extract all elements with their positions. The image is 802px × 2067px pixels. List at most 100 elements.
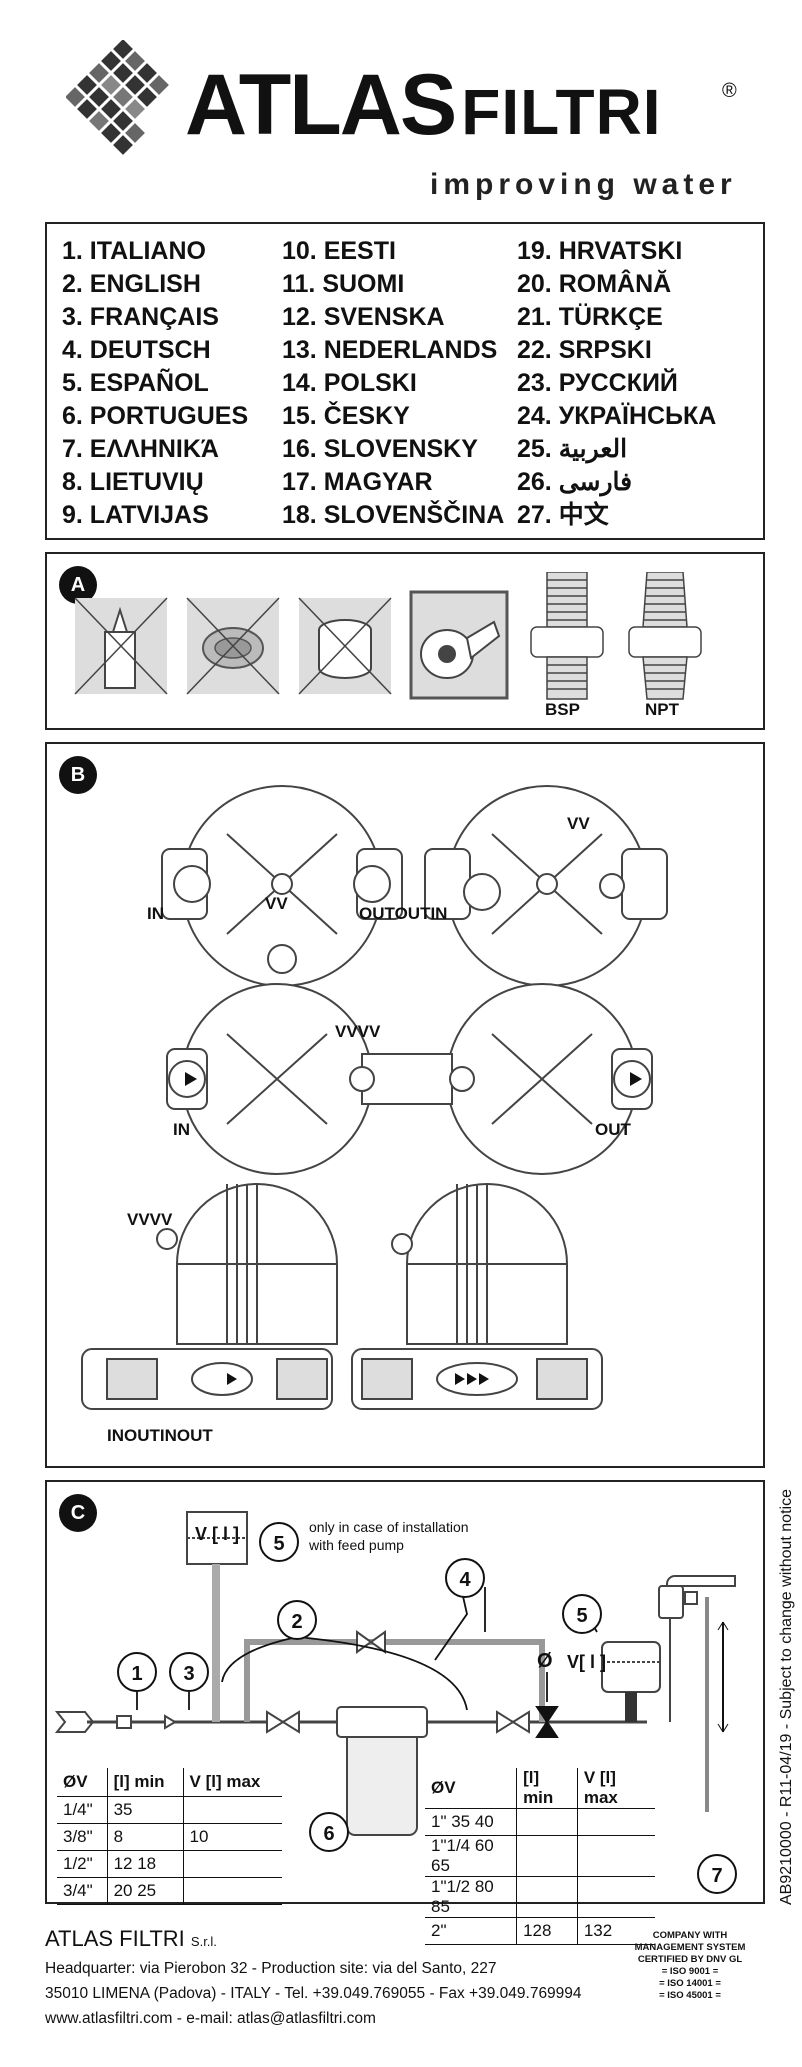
sealant-options-figure <box>74 572 702 700</box>
atlas-logo-icon <box>66 40 169 155</box>
table-cell: 2" <box>425 1917 518 1945</box>
callout-3: 3 <box>169 1652 209 1692</box>
table-cell <box>577 1808 655 1836</box>
language-item[interactable]: 24. УКРАЇНСЬКА <box>517 402 717 430</box>
table-row: 3/8" 8 10 <box>57 1823 282 1851</box>
table-header: [l] min <box>516 1768 578 1809</box>
language-item[interactable]: 2. ENGLISH <box>62 270 201 298</box>
language-item[interactable]: 17. MAGYAR <box>282 468 433 496</box>
language-item[interactable]: 26. فارسی <box>517 468 633 496</box>
label-vv-right: VV <box>567 814 590 833</box>
callout-7: 7 <box>697 1854 737 1894</box>
language-item[interactable]: 12. SVENSKA <box>282 303 445 331</box>
label-vvvv: VVVV <box>335 1022 381 1041</box>
table-cell: 3/4" <box>57 1877 108 1905</box>
out-arrow-icon <box>353 865 391 903</box>
section-a: A <box>45 552 765 730</box>
language-item[interactable]: 5. ESPAÑOL <box>62 369 209 397</box>
language-item[interactable]: 4. DEUTSCH <box>62 336 211 364</box>
language-item[interactable]: 15. ČESKY <box>282 402 410 430</box>
table-cell <box>516 1835 578 1877</box>
contact-line[interactable]: www.atlasfiltri.com - e-mail: atlas@atla… <box>45 2010 376 2027</box>
language-item[interactable]: 14. POLSKI <box>282 369 417 397</box>
table-cell: 3/8" <box>57 1823 108 1851</box>
language-list: 1. ITALIANO 2. ENGLISH 3. FRANÇAIS 4. DE… <box>45 222 765 540</box>
language-item[interactable]: 13. NEDERLANDS <box>282 336 498 364</box>
cert-line: = ISO 9001 = <box>661 1966 719 1977</box>
section-a-badge: A <box>59 566 97 604</box>
in-arrow-icon <box>173 865 211 903</box>
language-item[interactable]: 23. РУССКИЙ <box>517 369 678 397</box>
language-item[interactable]: 16. SLOVENSKY <box>282 435 478 463</box>
feed-pump-note: only in case of installation with feed p… <box>309 1518 469 1554</box>
language-item[interactable]: 11. SUOMI <box>282 270 405 298</box>
registered-mark: ® <box>722 80 737 102</box>
callout-5-top: 5 <box>259 1522 299 1562</box>
table-header: ØV <box>425 1768 518 1809</box>
table-row: 1/4" 35 <box>57 1796 282 1824</box>
table-header: [l] min <box>107 1768 184 1797</box>
installation-diagram <box>54 1511 736 1836</box>
cert-line: CERTIFIED BY DNV GL <box>637 1954 743 1965</box>
table-row: 3/4" 20 25 <box>57 1877 282 1905</box>
language-item[interactable]: 3. FRANÇAIS <box>62 303 219 331</box>
cert-line: COMPANY WITH <box>652 1930 728 1941</box>
table-row: 1"1/2 80 85 <box>425 1876 655 1918</box>
language-item[interactable]: 9. LATVIJAS <box>62 501 209 529</box>
cert-line: MANAGEMENT SYSTEM <box>634 1942 746 1953</box>
certification-block: COMPANY WITH MANAGEMENT SYSTEM CERTIFIED… <box>620 1930 760 2002</box>
tape-crossed-icon <box>298 597 392 695</box>
table-cell: 1"1/2 80 85 <box>425 1876 518 1918</box>
table-cell <box>516 1808 578 1836</box>
table-cell: 20 25 <box>107 1877 184 1905</box>
address-line-2: 35010 LIMENA (Padova) - ITALY - Tel. +39… <box>45 1985 582 2002</box>
language-item[interactable]: 18. SLOVENŠČINA <box>282 501 505 529</box>
table-cell <box>183 1877 282 1905</box>
company-name-text: ATLAS FILTRI <box>45 1926 185 1951</box>
language-item[interactable]: 19. HRVATSKI <box>517 237 683 265</box>
feed-pump-note-line1: only in case of installation <box>309 1519 469 1535</box>
label-inoutinout: INOUTINOUT <box>107 1426 213 1445</box>
npt-fitting-icon <box>628 572 702 700</box>
volume-table-left: ØV [l] min V [l] max 1/4" 35 3/8" 8 10 1… <box>57 1768 282 1905</box>
table-header: V [l] max <box>577 1768 655 1809</box>
liquid-sealant-crossed-icon <box>74 597 168 695</box>
company-suffix: S.r.l. <box>190 1934 217 1949</box>
brand-atlas: ATLAS <box>185 57 457 153</box>
label-in: IN <box>147 904 164 923</box>
cert-line: = ISO 14001 = <box>659 1978 721 1989</box>
tagline: improving water <box>430 168 737 201</box>
table-header: ØV <box>57 1768 108 1797</box>
language-item[interactable]: 8. LIETUVIŲ <box>62 468 204 496</box>
table-row: 1" 35 40 <box>425 1808 655 1836</box>
table-row: 2" 128 132 <box>425 1917 655 1945</box>
cert-line: = ISO 45001 = <box>659 1990 721 2001</box>
table-cell: 1/4" <box>57 1796 108 1824</box>
label-out-middle: OUT <box>595 1120 631 1139</box>
ptfe-tape-icon <box>409 590 509 700</box>
language-item[interactable]: 21. TÜRKÇE <box>517 303 663 331</box>
label-vvvv-bottom: VVVV <box>127 1210 173 1229</box>
table-cell: 10 <box>183 1823 282 1851</box>
language-item[interactable]: 10. EESTI <box>282 237 396 265</box>
callout-2: 2 <box>277 1600 317 1640</box>
callout-5-right: 5 <box>562 1594 602 1634</box>
language-item[interactable]: 20. ROMÂNĂ <box>517 270 672 298</box>
table-cell: 12 18 <box>107 1850 184 1878</box>
table-row: 1/2" 12 18 <box>57 1850 282 1878</box>
language-item[interactable]: 1. ITALIANO <box>62 237 206 265</box>
table-cell: 35 <box>107 1796 184 1824</box>
language-item[interactable]: 6. PORTUGUES <box>62 402 249 430</box>
feed-pump-note-line2: with feed pump <box>309 1537 404 1553</box>
section-c: C <box>45 1480 765 1945</box>
brand-filtri: FILTRI <box>461 76 662 148</box>
table-cell: 132 <box>577 1917 655 1945</box>
label-outoutin: OUTOUTIN <box>359 904 448 923</box>
brand-name: ATLASFILTRI <box>185 62 662 149</box>
section-b: B <box>45 742 765 1468</box>
language-item[interactable]: 22. SRPSKI <box>517 336 652 364</box>
label-vv: VV <box>265 894 288 913</box>
language-item[interactable]: 7. ΕΛΛΗΝΙΚΆ <box>62 435 219 463</box>
language-item[interactable]: 25. العربية <box>517 435 628 463</box>
language-item[interactable]: 27. 中文 <box>517 501 609 529</box>
